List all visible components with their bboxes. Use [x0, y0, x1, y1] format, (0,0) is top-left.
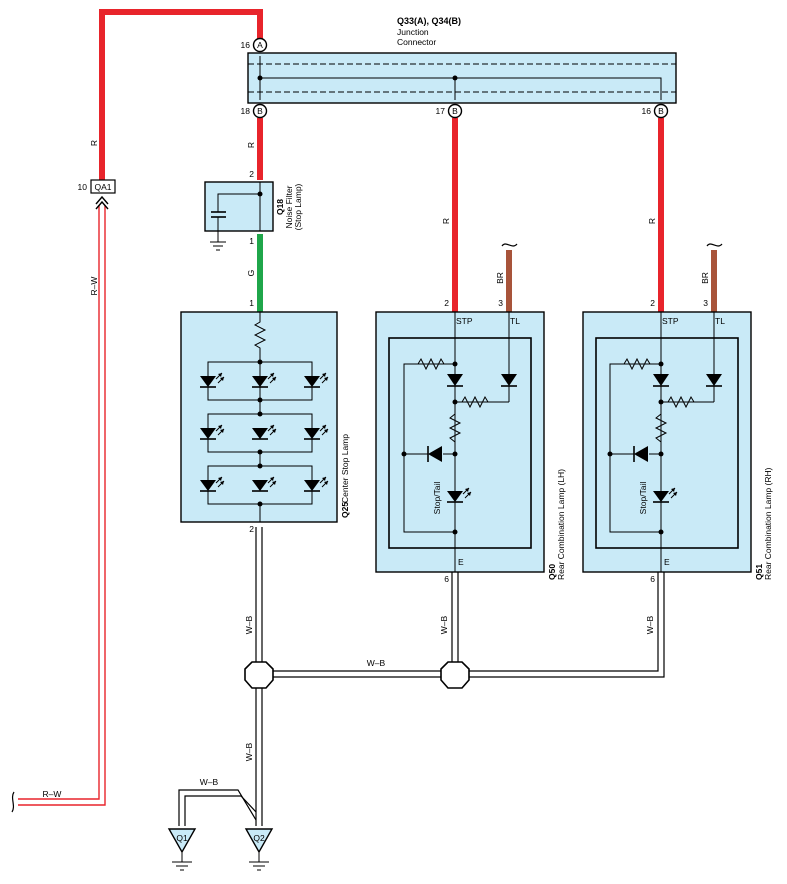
junction-connector-name-1: Junction [397, 27, 429, 37]
label-r-lh: R [441, 218, 451, 224]
qa1-pin: 10 [78, 182, 88, 192]
connector-a-label: A [257, 40, 263, 50]
wire-br-rh [706, 243, 723, 312]
label-wb-rh: W–B [645, 615, 655, 634]
splice-left [244, 661, 274, 689]
rh-label-tl: TL [715, 316, 725, 326]
lh-label-e: E [458, 557, 464, 567]
svg-text:B: B [452, 106, 458, 116]
rear-combination-lamp-lh: 2 3 6 STP TL E Stop/Tail Q50 [375, 298, 566, 584]
center-stop-pin-bottom: 2 [249, 524, 254, 534]
label-r-nf: R [246, 142, 256, 148]
label-rw-horizontal: R–W [43, 789, 62, 799]
ground-q1: Q1 [167, 828, 197, 871]
label-br-rh: BR [700, 272, 710, 284]
lh-lamp-name: Rear Combination Lamp (LH) [556, 469, 566, 580]
center-stop-name: Center Stop Lamp [340, 434, 350, 503]
rh-label-stp: STP [662, 316, 679, 326]
noise-filter-pin-bottom: 1 [249, 236, 254, 246]
rh-pin-e: 6 [650, 574, 655, 584]
rh-lamp-name: Rear Combination Lamp (RH) [763, 467, 773, 580]
junction-pin-b-17: B [447, 103, 463, 119]
wire-rw [11, 205, 106, 813]
junction-connector-id: Q33(A), Q34(B) [397, 16, 461, 26]
label-wb-down: W–B [244, 742, 254, 761]
splice-right [440, 661, 470, 689]
center-stop-lamp: 1 2 Q25 Center Stop Lamp [180, 298, 350, 534]
junction-connector-name-2: Connector [397, 37, 436, 47]
label-wb-center: W–B [244, 615, 254, 634]
label-wb-horizontal: W–B [367, 658, 386, 668]
svg-text:B: B [257, 106, 263, 116]
rh-bulb-label: Stop/Tail [638, 482, 648, 515]
label-br-lh: BR [495, 272, 505, 284]
lh-pin-stp: 2 [444, 298, 449, 308]
pin-b-16-number: 16 [642, 106, 652, 116]
rh-label-e: E [664, 557, 670, 567]
noise-filter: 2 1 Q18 Noise Filter (Stop Lamp) [204, 169, 303, 251]
junction-pin-b-18: B [252, 103, 268, 119]
svg-text:B: B [658, 106, 664, 116]
junction-pin-b-16: B [653, 103, 669, 119]
lh-pin-tl: 3 [498, 298, 503, 308]
label-g: G [246, 270, 256, 277]
label-wb-q1: W–B [200, 777, 219, 787]
qa1-label: QA1 [94, 182, 111, 192]
pin-b-17-number: 17 [436, 106, 446, 116]
connector-qa1: QA1 10 [78, 179, 116, 210]
pin-b-18-number: 18 [241, 106, 251, 116]
lh-label-tl: TL [510, 316, 520, 326]
noise-filter-name-1: Noise Filter [284, 185, 294, 228]
wire-r-feed [99, 9, 263, 183]
junction-connector: A 16 B 18 B 17 B 16 Q33(A), Q34(B) Junct… [241, 16, 677, 119]
lh-bulb-label: Stop/Tail [432, 482, 442, 515]
ground-q1-label: Q1 [176, 833, 188, 843]
rear-combination-lamp-rh: 2 3 6 STP TL E Stop/Tail Q51 Rear Co [582, 298, 773, 584]
noise-filter-name-2: (Stop Lamp) [293, 183, 303, 230]
rh-pin-stp: 2 [650, 298, 655, 308]
wire-wb [178, 527, 665, 826]
label-r-rh: R [647, 218, 657, 224]
label-rw-vertical: R–W [89, 277, 99, 296]
ground-q2: Q2 [244, 828, 274, 871]
center-stop-pin-top: 1 [249, 298, 254, 308]
label-wb-lh: W–B [439, 615, 449, 634]
lh-lamp-id: Q50 [547, 564, 557, 580]
junction-pin-a: A [252, 37, 268, 53]
lh-pin-e: 6 [444, 574, 449, 584]
rh-lamp-id: Q51 [754, 564, 764, 580]
pin-a-number: 16 [241, 40, 251, 50]
lh-label-stp: STP [456, 316, 473, 326]
noise-filter-id: Q18 [275, 199, 285, 215]
wire-labels: R R–W R–W R G R R BR BR W–B W–B W–B W–B … [43, 140, 710, 799]
rh-pin-tl: 3 [703, 298, 708, 308]
ground-q2-label: Q2 [253, 833, 265, 843]
noise-filter-pin-top: 2 [249, 169, 254, 179]
wire-br-lh [501, 243, 518, 312]
center-stop-id: Q25 [340, 502, 350, 518]
label-r-feed: R [89, 140, 99, 146]
